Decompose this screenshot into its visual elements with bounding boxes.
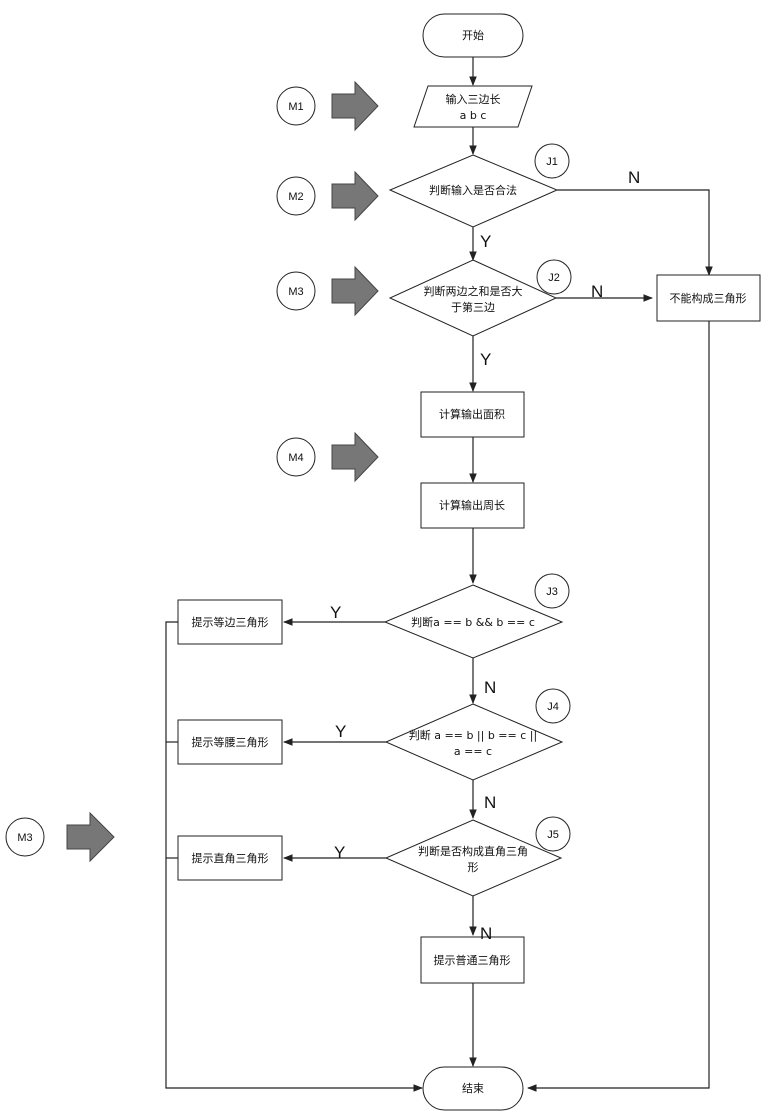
normal-node: 提示普通三角形	[420, 936, 525, 984]
j4-no-label: N	[484, 793, 496, 812]
input-node: 输入三边长 a b c	[413, 85, 533, 128]
marker-m3-top: M3	[276, 265, 379, 317]
area-node: 计算输出面积	[420, 391, 525, 438]
isosceles-node: 提示等腰三角形	[177, 719, 283, 765]
end-node: 结束	[422, 1066, 524, 1111]
normal-label: 提示普通三角形	[434, 953, 511, 967]
start-label: 开始	[462, 28, 484, 42]
j2-no-label: N	[591, 282, 603, 301]
edge-left-collector	[165, 621, 423, 1092]
marker-m3-top-arrow-icon	[331, 265, 379, 317]
marker-m3-bottom-arrow-icon	[66, 811, 115, 863]
j5-decision: 判断是否构成直角三角 形	[384, 819, 563, 897]
badge-j2: J2	[536, 259, 572, 295]
marker-m2-label: M2	[288, 191, 303, 203]
j1-yes-label: Y	[480, 232, 491, 251]
badge-j5: J5	[535, 816, 571, 852]
j-badges: J1 J2 J3 J4 J5	[534, 143, 572, 852]
marker-m3-top-label: M3	[288, 286, 303, 298]
marker-m3-bottom-label: M3	[17, 832, 32, 844]
badge-j4: J4	[535, 688, 571, 724]
equilateral-node: 提示等边三角形	[177, 599, 283, 645]
m-markers: M1 M2 M3 M4 M3	[5, 80, 379, 863]
start-node: 开始	[422, 13, 524, 58]
input-label-line2: a b c	[460, 109, 487, 122]
marker-m4-arrow-icon	[331, 431, 379, 483]
marker-m1-label: M1	[288, 101, 303, 113]
not-triangle-node: 不能构成三角形	[656, 274, 761, 322]
edges	[165, 57, 713, 1092]
j2-decision: 判断两边之和是否大 于第三边	[388, 259, 558, 337]
j4-decision: 判断 a == b || b == c || a == c	[384, 703, 564, 781]
j2-label-line1: 判断两边之和是否大	[424, 284, 523, 298]
isosceles-label: 提示等腰三角形	[192, 735, 269, 749]
badge-j1: J1	[534, 143, 570, 179]
j1-label: 判断输入是否合法	[429, 183, 517, 197]
marker-m4: M4	[276, 431, 379, 483]
j4-label-line1: 判断 a == b || b == c ||	[409, 728, 537, 742]
marker-m1: M1	[276, 80, 379, 132]
equilateral-label: 提示等边三角形	[192, 615, 269, 629]
marker-m1-arrow-icon	[331, 80, 379, 132]
badge-j1-label: J1	[546, 156, 558, 168]
right-triangle-node: 提示直角三角形	[177, 835, 283, 881]
badge-j2-label: J2	[548, 272, 560, 284]
j5-yes-label: Y	[334, 843, 345, 862]
j2-yes-label: Y	[480, 350, 491, 369]
j5-label-line1: 判断是否构成直角三角	[418, 844, 528, 858]
right-triangle-label: 提示直角三角形	[192, 851, 269, 865]
marker-m4-label: M4	[288, 452, 303, 464]
j3-label: 判断a == b && b == c	[411, 615, 535, 629]
perimeter-label: 计算输出周长	[439, 498, 505, 512]
badge-j4-label: J4	[547, 701, 559, 713]
not-triangle-label: 不能构成三角形	[670, 291, 747, 305]
j1-decision: 判断输入是否合法	[388, 154, 559, 228]
j4-label-line2: a == c	[454, 745, 492, 758]
edge-not-triangle-end	[527, 321, 710, 1092]
j4-yes-label: Y	[335, 722, 346, 741]
j5-no-label: N	[480, 924, 492, 943]
badge-j3: J3	[534, 573, 570, 609]
j1-no-label: N	[628, 168, 640, 187]
end-label: 结束	[462, 1082, 484, 1095]
j5-label-line2: 形	[468, 861, 479, 874]
marker-m3-bottom: M3	[5, 811, 115, 863]
area-label: 计算输出面积	[439, 407, 505, 421]
badge-j5-label: J5	[547, 829, 559, 841]
edge-j1-no	[557, 189, 713, 276]
input-label-line1: 输入三边长	[446, 92, 501, 106]
j2-label-line2: 于第三边	[451, 300, 495, 314]
j3-no-label: N	[484, 678, 496, 697]
edge-labels: N Y N Y Y N Y N Y N	[330, 168, 640, 943]
marker-m2: M2	[276, 170, 379, 222]
marker-m2-arrow-icon	[331, 170, 379, 222]
badge-j3-label: J3	[546, 586, 558, 598]
perimeter-node: 计算输出周长	[420, 482, 525, 529]
j3-decision: 判断a == b && b == c	[383, 584, 564, 659]
j3-yes-label: Y	[330, 603, 341, 622]
